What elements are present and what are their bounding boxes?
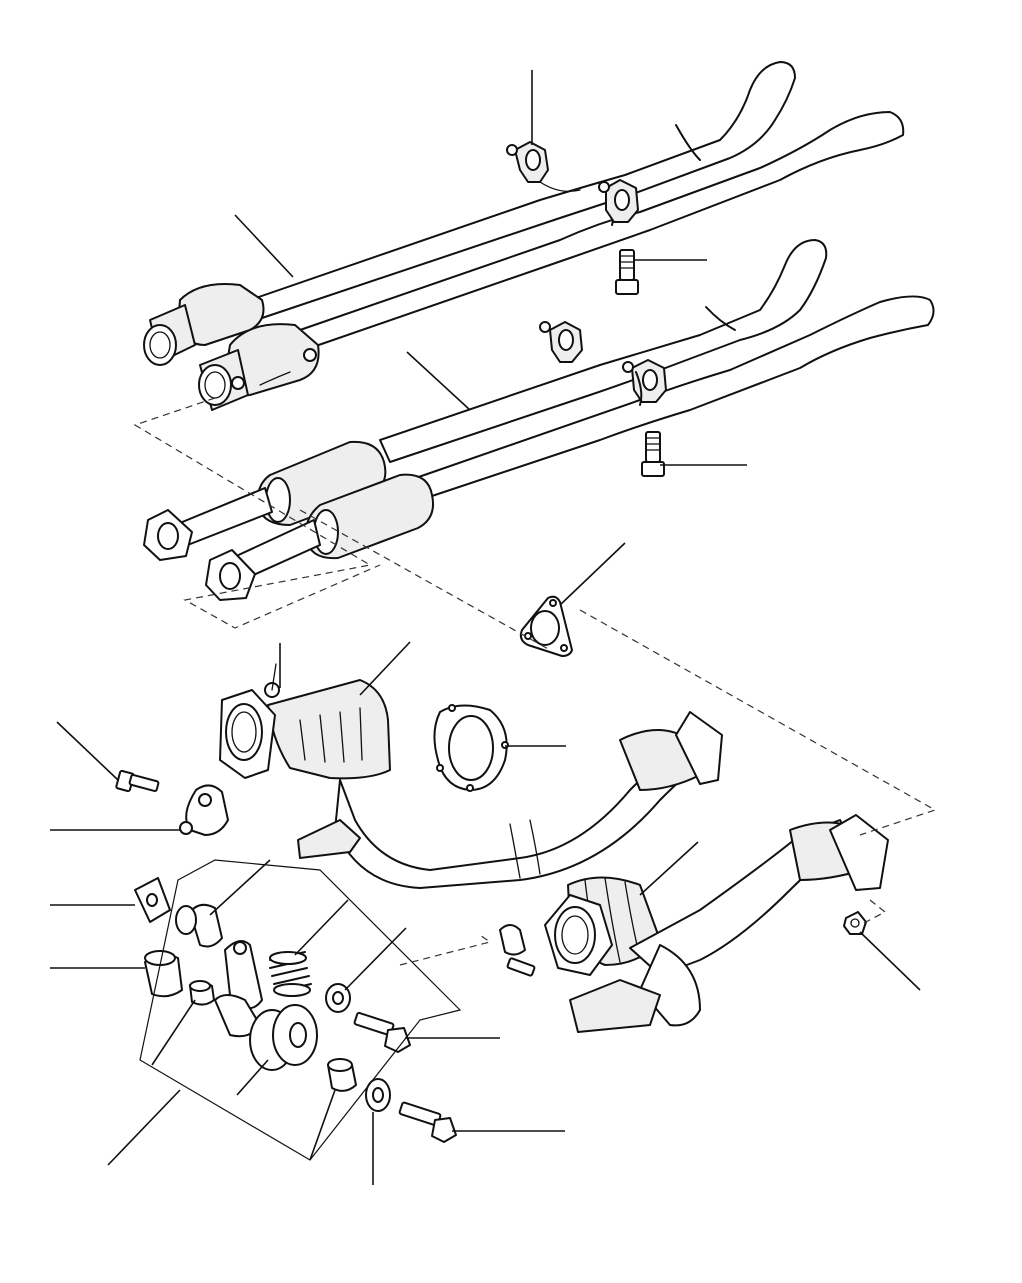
stud-bolt-left	[115, 769, 160, 793]
stud-right	[499, 924, 536, 977]
middle-hanger-1	[539, 321, 583, 363]
small-bush	[189, 980, 215, 1006]
square-nut	[134, 877, 171, 923]
bracket-left	[179, 784, 229, 836]
front-catalyst-right	[544, 814, 889, 1033]
leader-lines	[50, 70, 921, 1185]
bolt-mid	[353, 1011, 411, 1053]
centre-line-lower	[399, 899, 887, 966]
centre-line-upper	[133, 397, 381, 629]
middle-pipe-left	[379, 239, 828, 463]
front-catalyst-left	[219, 663, 723, 889]
middle-flange-left	[143, 509, 193, 561]
middle-clamp-2	[635, 371, 643, 406]
middle-pipe-assembly	[143, 239, 935, 601]
upper-hanger-2	[598, 179, 639, 223]
upper-clamp-1	[675, 124, 701, 161]
rubber-bush	[249, 1004, 318, 1071]
centre-line-middle	[299, 509, 937, 836]
collar-bush	[327, 1058, 357, 1092]
spring	[269, 951, 312, 997]
upper-pipe-right	[299, 111, 905, 349]
middle-bolt	[641, 431, 665, 477]
upper-catalyst-right	[198, 323, 320, 411]
middle-clamp-1	[705, 306, 736, 331]
bolt-lower	[398, 1101, 457, 1143]
washer-1	[325, 983, 351, 1013]
washer-2	[365, 1078, 391, 1112]
upper-catalyst-left	[143, 283, 265, 366]
upper-bolt	[615, 249, 639, 295]
parts-group-box	[139, 859, 462, 1161]
oval-gasket	[433, 704, 509, 792]
sleeve-spacer	[175, 903, 223, 948]
upper-hanger-1	[506, 141, 581, 193]
upper-pipe-assembly	[143, 61, 905, 411]
nut-right	[843, 911, 867, 935]
bush-cylinder	[144, 950, 183, 998]
middle-pipe-right	[409, 295, 935, 501]
triangular-gasket	[519, 595, 573, 657]
middle-flange-right	[205, 549, 256, 601]
